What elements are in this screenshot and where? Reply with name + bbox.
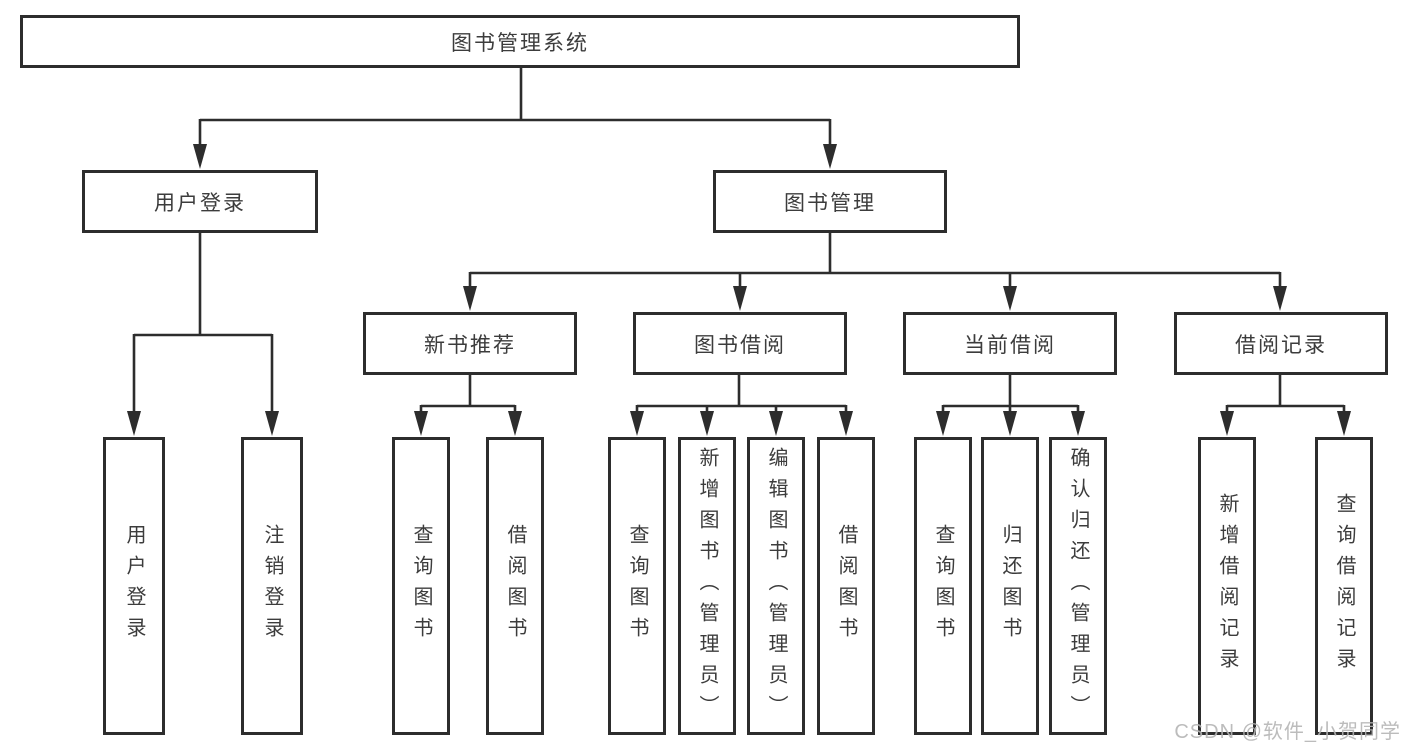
leaf-query-books-current-label: 查询图书 [932,524,954,648]
leaf-query-books-borrowing-label: 查询图书 [626,524,648,648]
node-root-label: 图书管理系统 [451,31,589,55]
node-book-borrowing-label: 图书借阅 [694,333,786,357]
node-user-login-label: 用户登录 [154,191,246,215]
node-root: 图书管理系统 [20,15,1020,68]
leaf-query-books-borrowing: 查询图书 [608,437,666,735]
leaf-user-login-label: 用户登录 [123,524,145,648]
leaf-borrow-books-recommend: 借阅图书 [486,437,544,735]
node-book-management-label: 图书管理 [784,191,876,215]
leaf-return-books: 归还图书 [981,437,1039,735]
leaf-borrow-books-borrowing-label: 借阅图书 [835,524,857,648]
leaf-query-books-current: 查询图书 [914,437,972,735]
leaf-confirm-return-admin: 确认归还（管理员） [1049,437,1107,735]
leaf-query-books-recommend: 查询图书 [392,437,450,735]
leaf-return-books-label: 归还图书 [999,524,1021,648]
node-borrowing-records-label: 借阅记录 [1235,333,1327,357]
watermark: CSDN @软件_小贺同学 [1174,721,1401,743]
node-book-borrowing: 图书借阅 [633,312,847,375]
leaf-add-borrow-record-label: 新增借阅记录 [1216,493,1238,679]
leaf-add-books-admin-label: 新增图书（管理员） [696,446,718,726]
leaf-confirm-return-admin-label: 确认归还（管理员） [1067,446,1089,726]
leaf-query-borrow-record: 查询借阅记录 [1315,437,1373,735]
node-new-book-recommend: 新书推荐 [363,312,577,375]
arrowhead-icons [127,144,1351,436]
node-new-book-recommend-label: 新书推荐 [424,333,516,357]
leaf-query-books-recommend-label: 查询图书 [410,524,432,648]
leaf-logout-login-label: 注销登录 [261,524,283,648]
node-book-management: 图书管理 [713,170,947,233]
node-current-borrowing-label: 当前借阅 [964,333,1056,357]
leaf-borrow-books-recommend-label: 借阅图书 [504,524,526,648]
leaf-logout-login: 注销登录 [241,437,303,735]
leaf-add-books-admin: 新增图书（管理员） [678,437,736,735]
leaf-edit-books-admin-label: 编辑图书（管理员） [765,446,787,726]
leaf-add-borrow-record: 新增借阅记录 [1198,437,1256,735]
node-borrowing-records: 借阅记录 [1174,312,1388,375]
node-current-borrowing: 当前借阅 [903,312,1117,375]
leaf-query-borrow-record-label: 查询借阅记录 [1333,493,1355,679]
tree-edges [132,66,1346,414]
leaf-edit-books-admin: 编辑图书（管理员） [747,437,805,735]
leaf-borrow-books-borrowing: 借阅图书 [817,437,875,735]
node-user-login: 用户登录 [82,170,318,233]
leaf-user-login: 用户登录 [103,437,165,735]
